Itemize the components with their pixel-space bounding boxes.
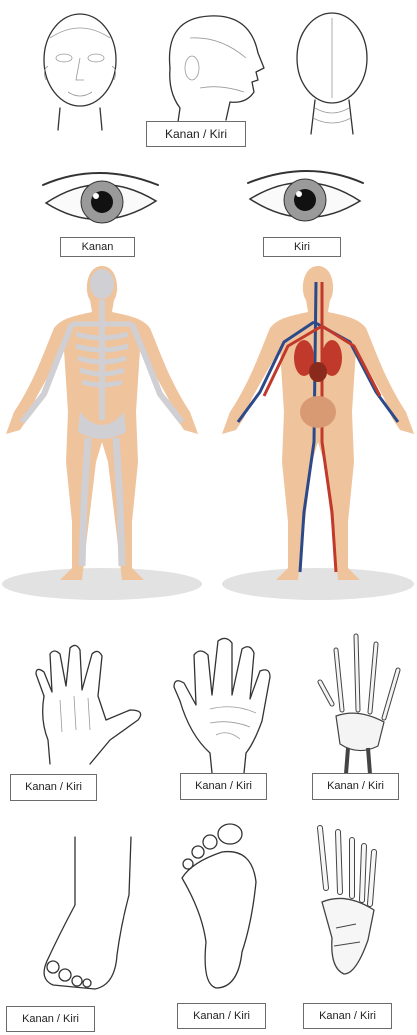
hand-palm-label: Kanan / Kiri [180, 773, 267, 800]
head-front-illustration [30, 8, 130, 133]
hand-palm-illustration [170, 635, 285, 775]
left-eye-label: Kiri [263, 237, 341, 257]
foot-side-illustration [35, 835, 135, 1000]
skeleton-body-illustration [0, 262, 205, 602]
foot-bones-label: Kanan / Kiri [303, 1003, 392, 1029]
foot-sole-label: Kanan / Kiri [177, 1003, 266, 1029]
right-eye-illustration [38, 165, 163, 235]
left-eye-illustration [243, 163, 368, 233]
right-eye-label: Kanan [60, 237, 135, 257]
head-label: Kanan / Kiri [146, 121, 246, 147]
hand-bones-label: Kanan / Kiri [312, 773, 399, 800]
hand-bones-illustration [310, 630, 410, 775]
foot-side-label: Kanan / Kiri [6, 1006, 95, 1032]
foot-sole-illustration [172, 822, 272, 992]
foot-bones-illustration [300, 818, 390, 978]
head-side-illustration [150, 8, 270, 123]
circulatory-body-illustration [220, 262, 417, 602]
hand-back-label: Kanan / Kiri [10, 774, 97, 801]
hand-back-illustration [20, 640, 155, 765]
head-back-illustration [285, 8, 380, 138]
